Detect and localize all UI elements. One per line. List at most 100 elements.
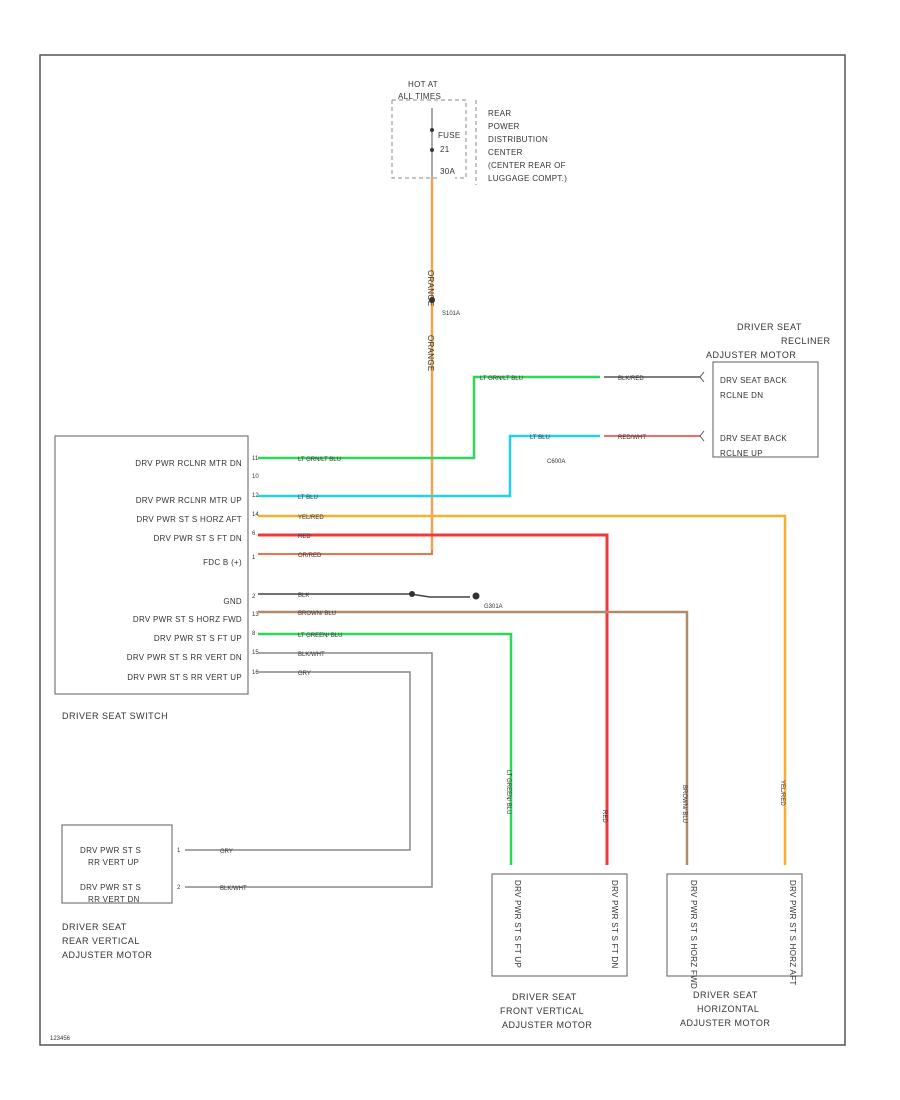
rear-motor-pin2-num: 2 (177, 885, 181, 891)
fuse-number-label-2: 21 (440, 145, 450, 154)
fuse-number-label-1: FUSE (438, 131, 461, 140)
switch-pin-label: FDC B (+) (203, 558, 242, 567)
switch-pin-number: 12 (252, 493, 259, 499)
front-motor-pin2: DRV PWR ST S FT DN (610, 880, 619, 969)
wire-label-yellow-2: YEL/RED (779, 780, 785, 806)
wire-lt-grn-blk: LT GRN/LT BLU BLK/RED LT GRN/LT BLU (258, 371, 705, 463)
switch-pin-number: 13 (252, 612, 259, 618)
switch-pin-label: GND (223, 597, 242, 606)
pdc-label-4: CENTER (488, 148, 523, 157)
wire-label-green: LT GRN/LT BLU (480, 376, 523, 382)
recliner-pin1b-label: RCLNE DN (720, 391, 763, 400)
rear-motor-pin2b: RR VERT DN (88, 895, 140, 904)
front-motor-caption-2: FRONT VERTICAL (500, 1006, 584, 1016)
switch-pin-label: DRV PWR ST S FT UP (154, 634, 242, 643)
recliner-title-1: DRIVER SEAT (737, 322, 802, 332)
wire-red: RED RED (258, 533, 609, 865)
pdc-label-6: LUGGAGE COMPT.) (488, 174, 567, 183)
rear-motor-pin1: DRV PWR ST S (80, 846, 141, 855)
switch-pin-label: DRV PWR ST S HORZ FWD (133, 615, 242, 624)
wire-label-blk-wht: BLK/WHT (298, 652, 325, 658)
wire-blk-wht: BLK/WHT BLK/WHT (185, 652, 433, 892)
recliner-motor: DRIVER SEAT RECLINER ADJUSTER MOTOR DRV … (706, 322, 831, 458)
horiz-motor-pin1: DRV PWR ST S HORZ FWD (689, 880, 698, 989)
rear-motor-caption-3: ADJUSTER MOTOR (62, 950, 152, 960)
wire-orange-feed: ORANGE ORANGE S101A (426, 178, 460, 550)
recliner-pin2-label: DRV SEAT BACK (720, 434, 787, 443)
switch-pin-label: DRV PWR ST S HORZ AFT (136, 515, 242, 524)
wire-label-blk-wht-2: BLK/WHT (220, 886, 247, 892)
wire-brn-blu: BROWN/ BLU BROWN/ BLU (258, 610, 689, 865)
wire-label-green-2: LT GRN/LT BLU (298, 457, 341, 463)
wire-label-cyan: LT BLU (298, 495, 318, 501)
switch-pin-number: 1 (252, 555, 256, 561)
pdc-label-3: DISTRIBUTION (488, 135, 548, 144)
rear-motor-caption-2: REAR VERTICAL (62, 936, 140, 946)
ground-label: G301A (484, 604, 503, 610)
switch-pin-label: DRV PWR RCLNR MTR DN (135, 459, 242, 468)
fuse-number-label-3: 30A (440, 167, 455, 176)
wire-label-lt-green-2: LT GREEN/ BLU (505, 770, 511, 814)
wire-orange-red: OR/RED (258, 550, 433, 559)
switch-pin-number: 10 (252, 474, 259, 480)
fuse-hot-label-1: HOT AT (408, 80, 438, 89)
switch-pin-number: 2 (252, 594, 256, 600)
wire-label-lt-green: LT GREEN/ BLU (298, 633, 342, 639)
recliner-pin1-label: DRV SEAT BACK (720, 376, 787, 385)
wire-lt-blu: LT BLU LT BLU RED/WHT C600A (258, 430, 705, 501)
splice-dot (429, 297, 435, 303)
horiz-motor-caption-1: DRIVER SEAT (693, 990, 758, 1000)
fuse-hot-label-2: ALL TIMES (398, 92, 441, 101)
connector-label: C600A (547, 459, 565, 465)
rear-motor-pin2: DRV PWR ST S (80, 883, 141, 892)
recliner-pin2b-label: RCLNE UP (720, 449, 763, 458)
fuse-block: HOT AT ALL TIMES FUSE 21 30A REAR POWER … (391, 80, 567, 185)
seat-switch-caption: DRIVER SEAT SWITCH (62, 711, 168, 721)
recliner-motor-box (712, 361, 819, 458)
switch-pin-label: DRV PWR RCLNR MTR UP (136, 496, 242, 505)
wire-label-red-2: RED (601, 810, 607, 823)
figure-id: 123456 (50, 1036, 71, 1042)
switch-pin-number: 6 (252, 531, 256, 537)
wire-label-orange-2: ORANGE (426, 335, 435, 371)
wire-label-brown: BROWN/ BLU (298, 611, 336, 617)
horizontal-motor: DRV PWR ST S HORZ FWD DRV PWR ST S HORZ … (666, 873, 803, 1028)
wire-gry: GRY GRY (185, 671, 411, 855)
recliner-title-3: ADJUSTER MOTOR (706, 350, 796, 360)
rear-motor-pin1-num: 1 (177, 848, 181, 854)
recliner-title-2: RECLINER (781, 336, 831, 346)
wire-lt-grn-blu: LT GREEN/ BLU LT GREEN/ BLU (258, 632, 513, 865)
wire-ground: BLK G301A (258, 591, 503, 610)
wire-label-blk: BLK (298, 593, 309, 599)
switch-pin-number: 16 (252, 670, 259, 676)
splice-label: S101A (442, 311, 460, 317)
horiz-motor-caption-3: ADJUSTER MOTOR (680, 1018, 770, 1028)
switch-pin-label: DRV PWR ST S FT DN (153, 534, 242, 543)
switch-pin-number: 15 (252, 650, 259, 656)
diagram-frame (39, 54, 846, 1046)
switch-pin-label: DRV PWR ST S RR VERT DN (127, 653, 242, 662)
switch-pin-number: 8 (252, 631, 256, 637)
switch-pin-number: 14 (252, 512, 259, 518)
rear-motor-box (61, 824, 173, 904)
wire-label-orange-red: OR/RED (298, 553, 322, 559)
pdc-label-2: POWER (488, 122, 520, 131)
wire-label-gry-2: GRY (220, 849, 233, 855)
wire-label-blk-red: BLK/RED (618, 376, 644, 382)
horiz-motor-caption-2: HORIZONTAL (697, 1004, 759, 1014)
wire-label-brown-2: BROWN/ BLU (681, 785, 687, 823)
wire-label-cyan-2: LT BLU (530, 435, 550, 441)
horiz-motor-box (666, 873, 803, 977)
front-motor-pin1: DRV PWR ST S FT UP (513, 880, 522, 968)
wire-yel-red: YEL/RED YEL/RED (258, 514, 787, 865)
wire-label-gry: GRY (298, 671, 311, 677)
seat-switch-box (54, 435, 249, 695)
rear-motor-pin1b: RR VERT UP (88, 858, 139, 867)
wire-label-yellow: YEL/RED (298, 515, 324, 521)
front-motor-caption-1: DRIVER SEAT (512, 992, 577, 1002)
rear-motor-caption-1: DRIVER SEAT (62, 922, 127, 932)
horiz-motor-pin2: DRV PWR ST S HORZ AFT (788, 880, 797, 986)
switch-pin-label: DRV PWR ST S RR VERT UP (127, 673, 242, 682)
front-motor-caption-3: ADJUSTER MOTOR (502, 1020, 592, 1030)
